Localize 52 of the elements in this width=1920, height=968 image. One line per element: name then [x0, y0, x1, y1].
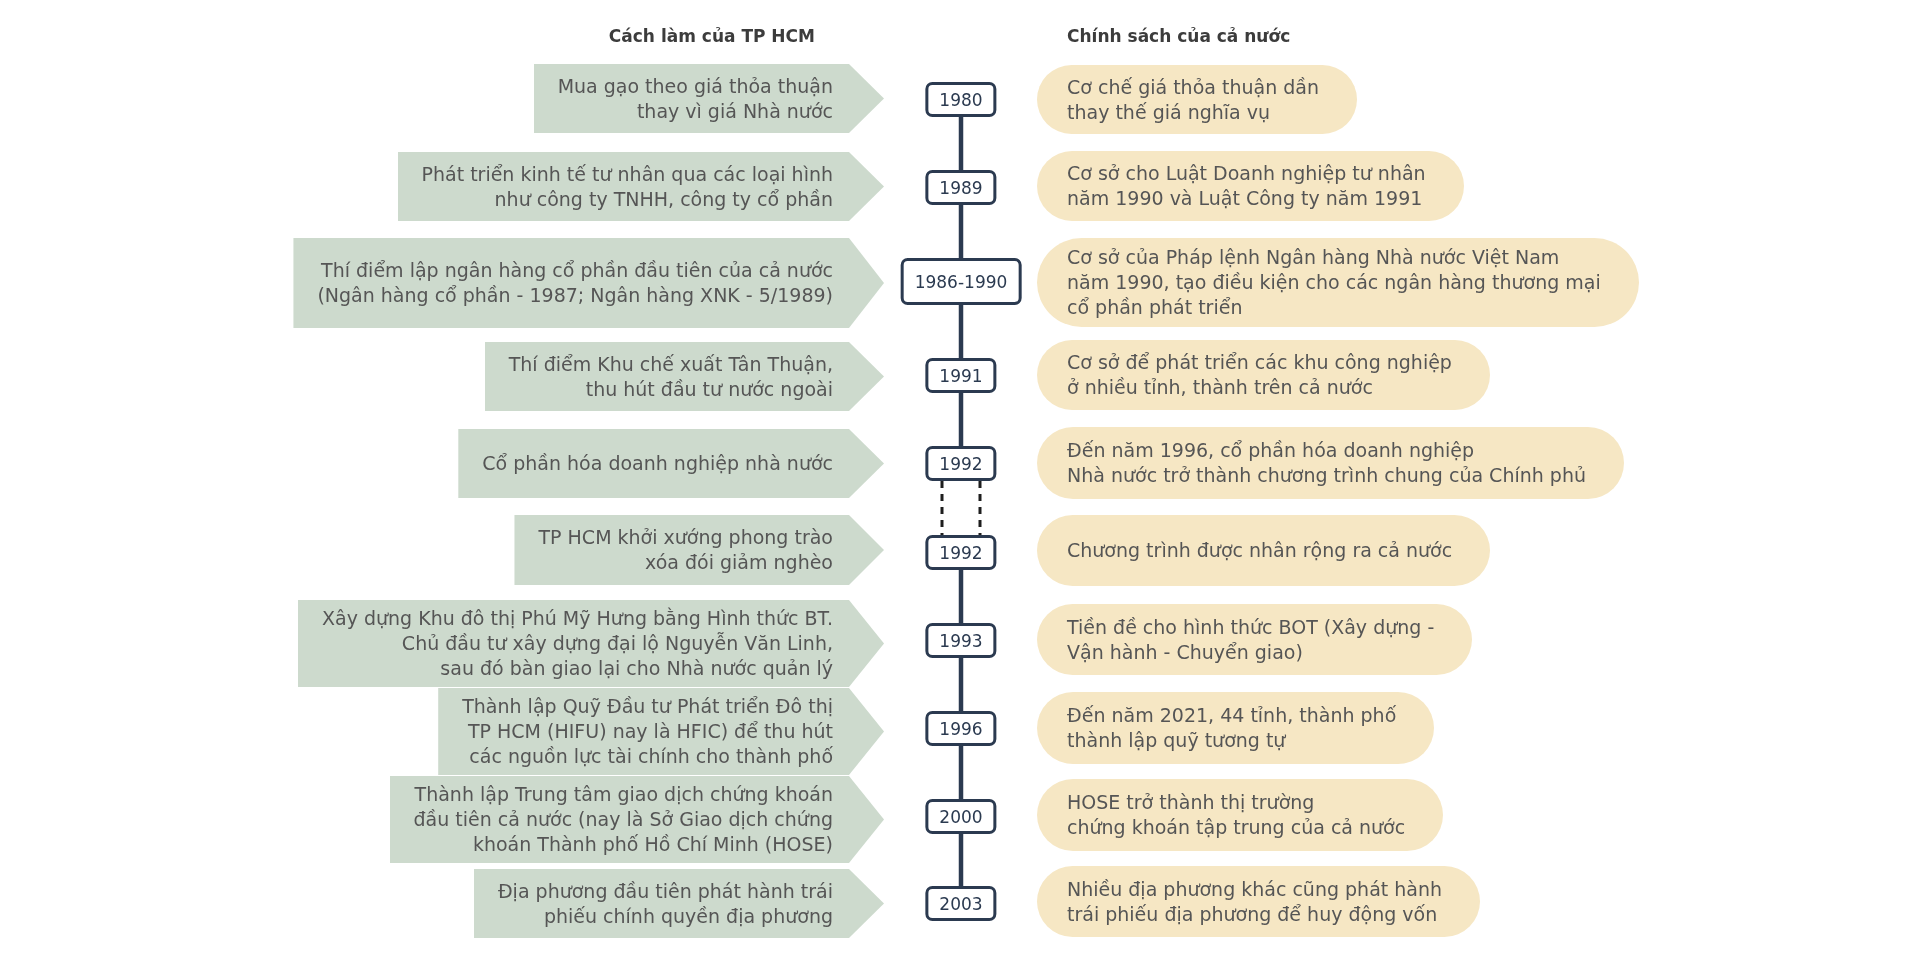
timeline-line [958, 746, 964, 799]
policy-text: Đến năm 1996, cổ phần hóa doanh nghiệp Nhà nước trở thành chương trình chung của Chính phủ [1067, 438, 1586, 488]
event-text: Thí điểm lập ngân hàng cổ phần đầu tiên của cả nước (Ngân hàng cổ phần - 1987; Ngân hàng XNK - 5/1989) [317, 258, 833, 308]
year-label: 1989 [939, 176, 983, 199]
policy-text: Chương trình được nhân rộng ra cả nước [1067, 538, 1453, 563]
policy-text: Cơ sở của Pháp lệnh Ngân hàng Nhà nước Việt Nam năm 1990, tạo điều kiện cho các ngân hàng thương mại cổ phần phát triển [1067, 245, 1601, 320]
event-text: Thành lập Quỹ Đầu tư Phát triển Đô thị TP HCM (HIFU) nay là HFIC) để thu hút các nguồn lực tài chính cho thành phố [462, 694, 833, 769]
year-box [925, 446, 997, 481]
column-heading: Chính sách của cả nước [1067, 25, 1291, 48]
year-box [925, 82, 997, 117]
year-label: 1991 [939, 364, 983, 387]
event-text: Địa phương đầu tiên phát hành trái phiếu chính quyền địa phương [497, 878, 833, 929]
year-box [925, 358, 997, 393]
policy-text: Đến năm 2021, 44 tỉnh, thành phố thành lập quỹ tương tự [1067, 703, 1397, 753]
timeline-line [958, 834, 964, 886]
timeline-line [958, 570, 964, 623]
timeline-line [958, 393, 964, 446]
year-label: 2003 [939, 892, 983, 915]
year-box [900, 258, 1022, 305]
year-box [925, 711, 997, 746]
event-text: TP HCM khởi xướng phong trào xóa đói giảm nghèo [538, 525, 833, 575]
event-text: Thành lập Trung tâm giao dịch chứng khoán đầu tiên cả nước (nay là Sở Giao dịch chứng khoán Thành phố Hồ Chí Minh (HOSE) [413, 782, 833, 857]
year-label: 1992 [939, 452, 983, 475]
year-box [925, 535, 997, 570]
policy-text: Tiền đề cho hình thức BOT (Xây dựng - Vận hành - Chuyển giao) [1067, 614, 1435, 665]
year-label: 1993 [939, 629, 983, 652]
timeline-line [958, 117, 964, 170]
policy-text: HOSE trở thành thị trường chứng khoán tập trung của cả nước [1067, 790, 1406, 840]
year-box [925, 799, 997, 834]
event-text: Xây dựng Khu đô thị Phú Mỹ Hưng bằng Hình thức BT. Chủ đầu tư xây dựng đại lộ Nguyễn Văn Linh, sau đó bàn giao lại cho Nhà nước quản lý [322, 606, 833, 681]
year-label: 1986-1990 [914, 270, 1008, 293]
policy-text: Nhiều địa phương khác cũng phát hành trái phiếu địa phương để huy động vốn [1067, 876, 1443, 927]
year-box [925, 886, 997, 921]
year-box [925, 170, 997, 205]
year-label: 1996 [939, 717, 983, 740]
year-label: 1980 [939, 88, 983, 111]
column-heading: Cách làm của TP HCM [608, 25, 815, 48]
policy-text: Cơ chế giá thỏa thuận dần thay thế giá nghĩa vụ [1067, 74, 1319, 125]
year-box [925, 623, 997, 658]
timeline-line [958, 205, 964, 258]
dashed-timeline-line [978, 481, 982, 535]
event-text: Mua gạo theo giá thỏa thuận thay vì giá Nhà nước [557, 73, 833, 124]
event-text: Thí điểm Khu chế xuất Tân Thuận, thu hút đầu tư nước ngoài [508, 351, 833, 402]
policy-text: Cơ sở để phát triển các khu công nghiệp ở nhiều tỉnh, thành trên cả nước [1067, 350, 1452, 400]
year-label: 2000 [939, 805, 983, 828]
event-text: Cổ phần hóa doanh nghiệp nhà nước [482, 451, 833, 476]
event-text: Phát triển kinh tế tư nhân qua các loại hình như công ty TNHH, công ty cổ phần [421, 161, 833, 212]
timeline-line [958, 658, 964, 711]
year-label: 1992 [939, 541, 983, 564]
policy-text: Cơ sở cho Luật Doanh nghiệp tư nhân năm 1990 và Luật Công ty năm 1991 [1067, 161, 1426, 211]
dashed-timeline-line [940, 481, 944, 535]
timeline-line [958, 305, 964, 358]
